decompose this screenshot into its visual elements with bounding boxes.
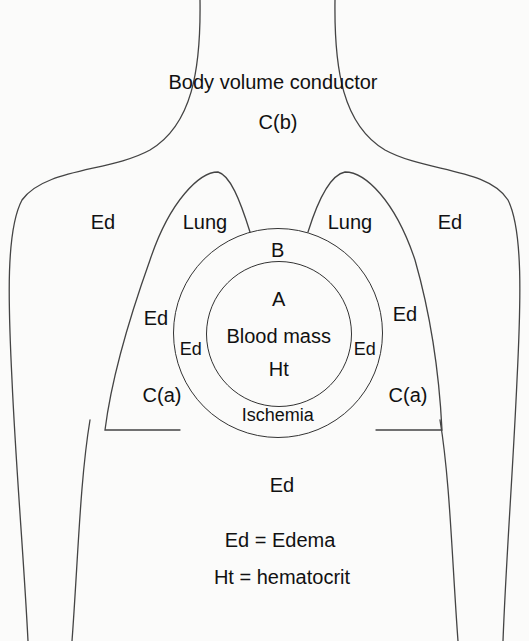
region-label: Ischemia xyxy=(242,406,314,426)
region-label: Lung xyxy=(183,211,228,233)
torso-left xyxy=(72,420,90,641)
torso-right xyxy=(440,420,458,641)
region-label: Ed xyxy=(91,211,115,233)
blood-mass-circle: A Blood massHt xyxy=(206,261,352,407)
body-outline-right xyxy=(335,0,520,641)
region-label: Ed xyxy=(354,340,376,360)
region-label: Ht = hematocrit xyxy=(214,566,350,588)
region-label: Ed xyxy=(270,474,294,496)
region-label: Blood mass xyxy=(226,325,331,347)
region-label: Body volume conductor xyxy=(168,71,377,93)
left-lung xyxy=(105,172,250,430)
region-label: Ed xyxy=(144,307,168,329)
right-lung xyxy=(308,172,442,430)
region-label: Ed xyxy=(180,340,202,360)
region-label: Ht xyxy=(269,358,289,380)
ischemia-ring: A Blood massHt B Ed EdIschemia xyxy=(173,228,383,438)
region-label: C(b) xyxy=(259,111,298,133)
region-label: Ed xyxy=(393,303,417,325)
region-label: Ed xyxy=(438,211,462,233)
region-label: A xyxy=(272,288,285,310)
region-label: C(a) xyxy=(389,384,428,406)
region-label: B xyxy=(271,239,284,261)
body-outline-left xyxy=(9,0,200,641)
region-label: C(a) xyxy=(143,384,182,406)
region-label: Lung xyxy=(328,211,373,233)
region-label: Ed = Edema xyxy=(225,529,336,551)
